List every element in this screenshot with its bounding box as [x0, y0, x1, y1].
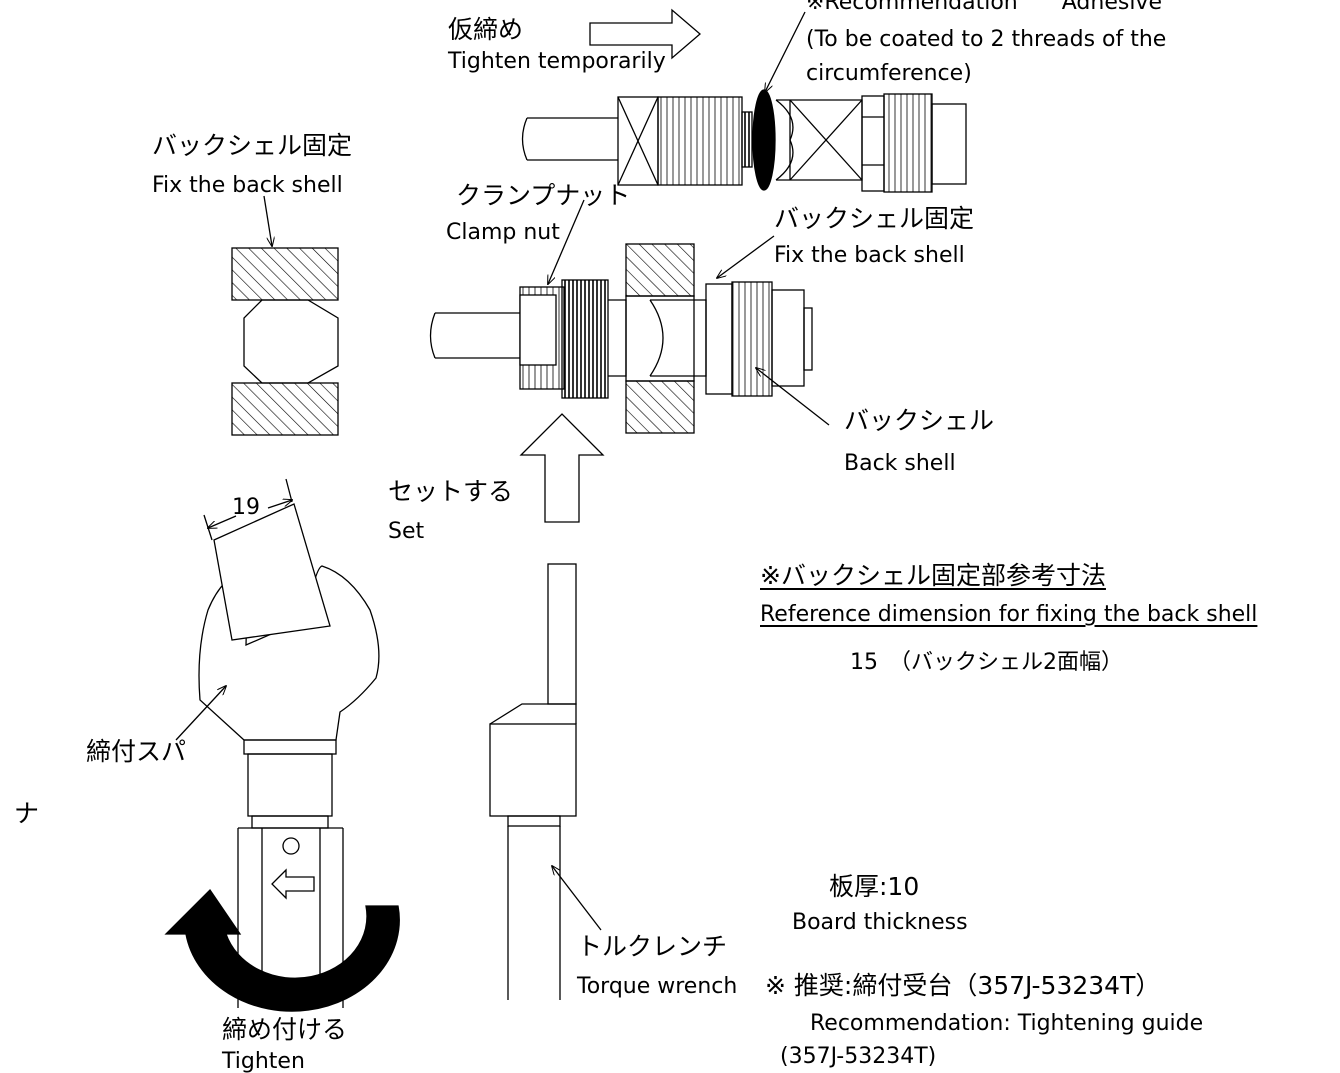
- torque-wrench-en-label: Torque wrench: [577, 974, 738, 999]
- temp-tighten-en-label: Tighten temporarily: [448, 49, 666, 74]
- torque-wrench-jp-label: トルクレンチ: [577, 932, 728, 961]
- torque-wrench: [489, 563, 602, 1000]
- reference-dimension-value: 15 （バックシェル2面幅）: [850, 650, 1123, 675]
- tighten-rotation-arrow: [164, 888, 400, 1012]
- fix-backshell-left-en-label: Fix the back shell: [152, 173, 343, 198]
- tightening-guide-en-label: Recommendation: Tightening guide: [810, 1011, 1204, 1036]
- temp-tighten-jp-label: 仮締め: [448, 15, 524, 44]
- stray-na-label: ナ: [14, 799, 40, 828]
- board-thickness-en-label: Board thickness: [792, 910, 968, 935]
- adhesive-label-line3: circumference): [806, 61, 972, 86]
- spanner-jp-label: 締付スパ: [86, 737, 187, 766]
- reference-dimension-en-title: Reference dimension for fixing the back …: [760, 602, 1258, 627]
- tightening-guide-part-label: (357J-53234T): [780, 1044, 937, 1069]
- fix-backshell-right-en-label: Fix the back shell: [774, 243, 965, 268]
- tightening-guide-jp-label: ※ 推奨:締付受台（357J-53234T）: [765, 971, 1161, 1000]
- set-jp-label: セットする: [388, 477, 514, 506]
- top-connector-assembly: [521, 8, 967, 193]
- tighten-en-label: Tighten: [222, 1049, 305, 1073]
- backshell-en-label: Back shell: [844, 451, 956, 476]
- adhesive-label-line1: ※Recommendation Adhesive: [806, 0, 1162, 15]
- board-thickness-jp-label: 板厚:10: [829, 872, 920, 901]
- temp-tighten-arrow: [589, 8, 701, 60]
- tighten-jp-label: 締め付ける: [222, 1015, 348, 1044]
- middle-connector-assembly: [429, 199, 830, 523]
- adhesive-label-line2: (To be coated to 2 threads of the: [806, 27, 1167, 52]
- clamp-nut-jp-label: クランプナット: [456, 181, 631, 210]
- fix-backshell-left-jp-label: バックシェル固定: [152, 131, 353, 160]
- set-en-label: Set: [388, 519, 425, 544]
- backshell-jp-label: バックシェル: [844, 406, 995, 435]
- clamp-nut-en-label: Clamp nut: [446, 220, 560, 245]
- reference-dimension-jp-title: ※バックシェル固定部参考寸法: [760, 561, 1106, 590]
- fix-backshell-right-jp-label: バックシェル固定: [774, 204, 975, 233]
- adhesive-ring: [752, 89, 776, 191]
- tightening-spanner: [175, 478, 380, 1008]
- set-arrow: [519, 413, 605, 523]
- left-fixture-section: [231, 195, 339, 436]
- dimension-19-label: 19: [232, 495, 260, 520]
